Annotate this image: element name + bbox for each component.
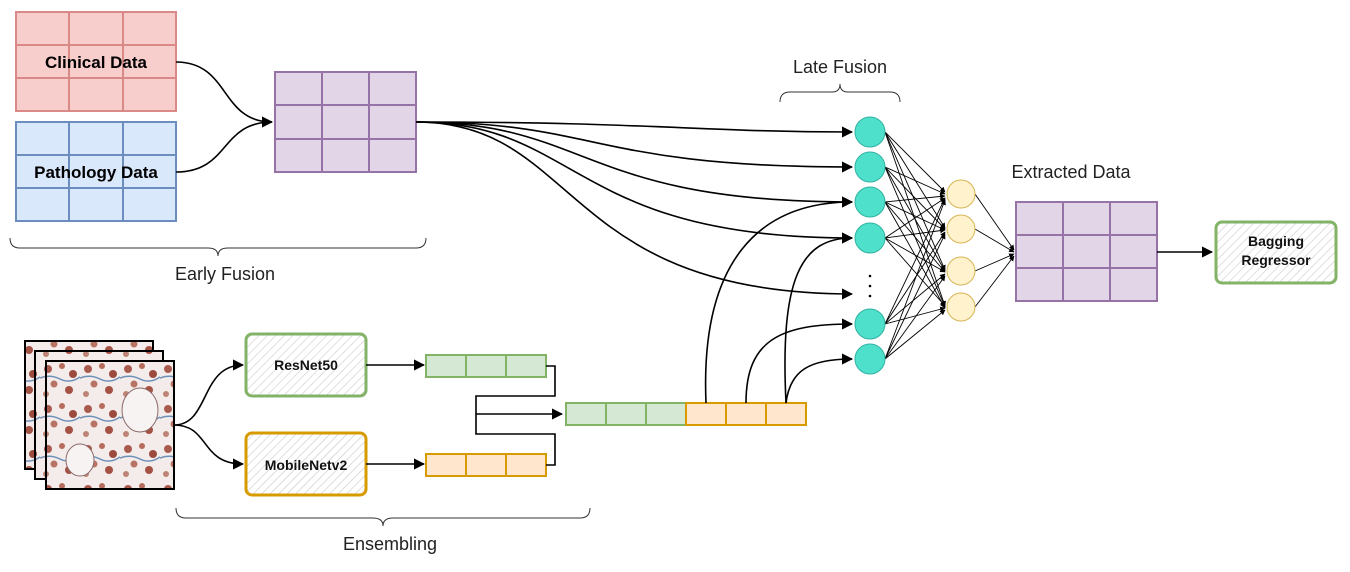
concat-bracket — [475, 365, 556, 466]
late-fusion-nodes — [854, 116, 886, 375]
histology-image-stack — [24, 340, 175, 490]
hidden-node — [946, 256, 976, 286]
concatenated-feature-vector — [565, 402, 807, 426]
extracted-data-label: Extracted Data — [1011, 162, 1131, 182]
image-to-resnet-arrow — [173, 359, 245, 426]
input-node — [854, 151, 886, 183]
input-node — [854, 343, 886, 375]
pathology-data-label: Pathology Data — [34, 163, 158, 182]
input-node — [854, 308, 886, 340]
resnet50-label: ResNet50 — [274, 357, 338, 373]
input-node — [854, 186, 886, 218]
bagging-regressor-box: Bagging Regressor — [1214, 220, 1338, 285]
late-fusion-brace — [779, 83, 901, 103]
ensembling-brace — [175, 507, 591, 527]
clinical-data-label: Clinical Data — [45, 53, 148, 72]
mobilenetv2-box: MobileNetv2 — [244, 431, 368, 497]
pathology-to-fused-arrow — [175, 121, 273, 173]
image-to-mobilenet-arrow — [173, 424, 245, 470]
fused-to-nodes-arrows — [415, 121, 854, 300]
regressor-label-line2: Regressor — [1241, 252, 1311, 268]
early-fusion-brace — [9, 237, 427, 257]
hidden-node — [946, 179, 976, 209]
ellipsis-dot — [868, 274, 872, 278]
mobilenetv2-label: MobileNetv2 — [265, 457, 348, 473]
network-connections — [884, 131, 1015, 360]
fused-data-table — [274, 71, 417, 173]
regressor-label-line1: Bagging — [1248, 233, 1304, 249]
mobilenet-feature-vector — [425, 453, 547, 477]
hidden-nodes — [946, 179, 976, 322]
hidden-node — [946, 214, 976, 244]
hidden-node — [946, 292, 976, 322]
resnet50-box: ResNet50 — [244, 332, 368, 398]
resnet-feature-vector — [425, 354, 547, 378]
clinical-data-table: Clinical Data — [15, 11, 177, 112]
late-fusion-label: Late Fusion — [793, 57, 887, 77]
pathology-data-table: Pathology Data — [15, 121, 177, 222]
early-fusion-label: Early Fusion — [175, 264, 275, 284]
vector-to-nodes-arrows — [704, 196, 854, 404]
ellipsis-dot — [868, 294, 872, 298]
clinical-to-fused-arrow — [175, 61, 274, 128]
ensembling-label: Ensembling — [343, 534, 437, 554]
input-node — [854, 116, 886, 148]
extracted-data-table — [1015, 201, 1158, 302]
input-node — [854, 222, 886, 254]
ellipsis-dot — [868, 284, 872, 288]
